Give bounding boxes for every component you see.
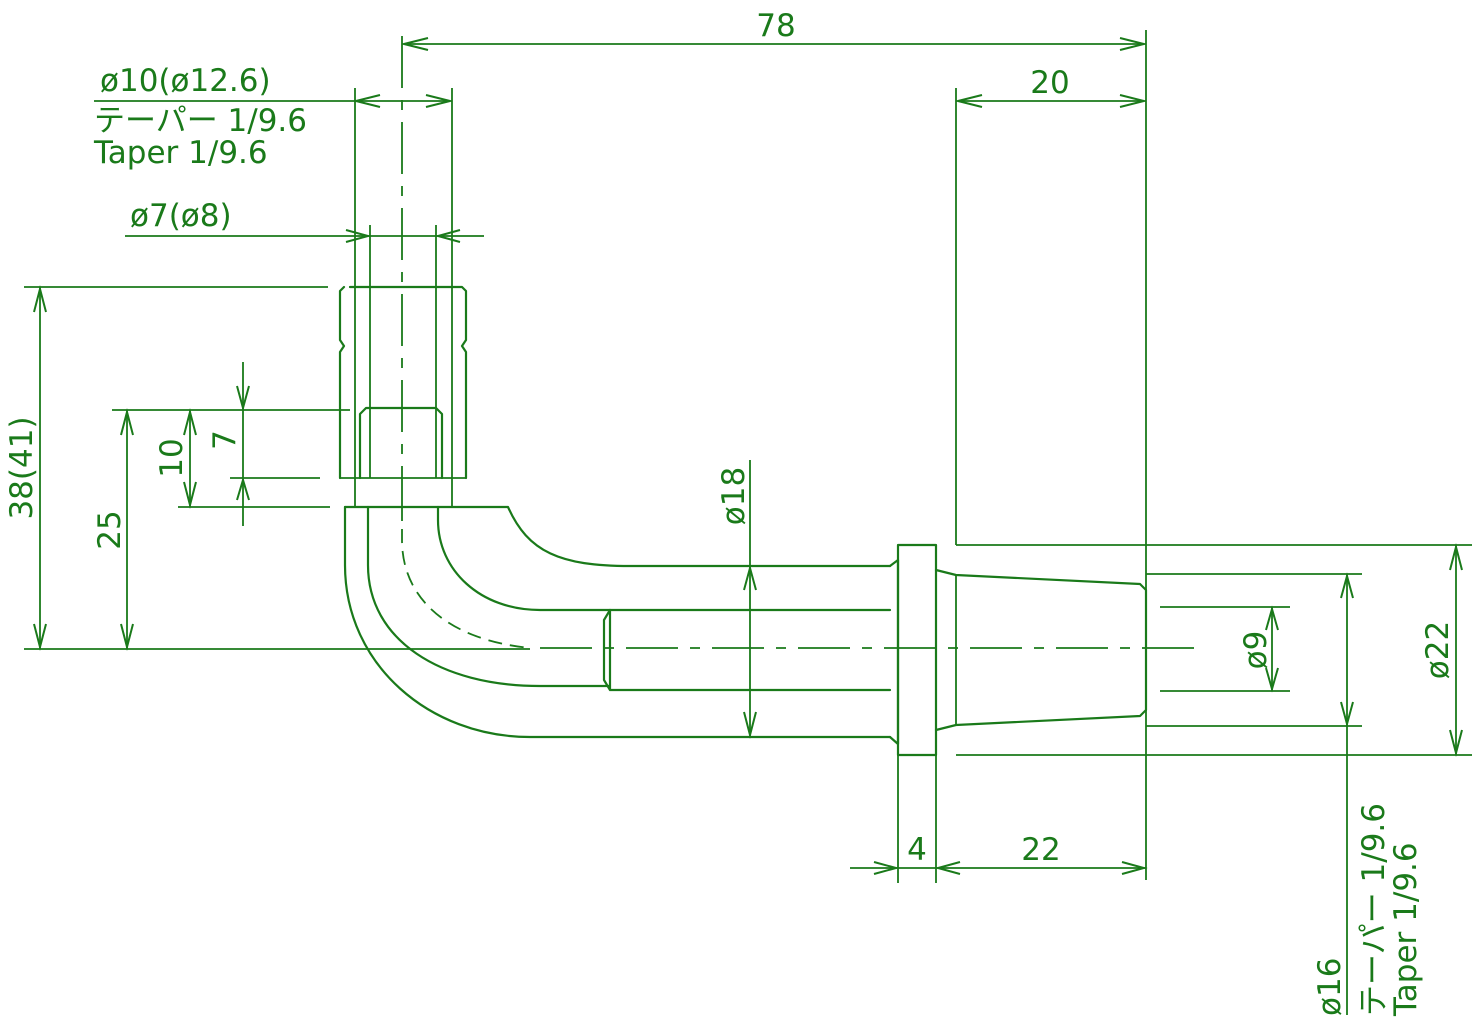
elbow-outer-bend <box>343 505 892 739</box>
elbow-inner-wall-outer <box>366 505 612 688</box>
part-outline <box>338 285 1148 757</box>
dim-lower-taper-en: Taper 1/9.6 <box>1388 842 1424 1017</box>
dim-socket-depth: 10 <box>154 438 190 477</box>
dim-upper-bore-dia: ø10(ø12.6) <box>100 63 271 99</box>
dim-tip-taper-length: 20 <box>1030 65 1069 101</box>
dim-body-dia: ø18 <box>716 467 752 525</box>
dim-vertical-total: 38(41) <box>4 416 40 519</box>
dim-vertical-to-shoulder: 25 <box>92 510 128 549</box>
dim-upper-inner-dia: ø7(ø8) <box>130 198 232 234</box>
socket-outer <box>338 285 468 480</box>
dim-overall-length: 78 <box>756 8 795 44</box>
dim-upper-taper-ja: テーパー 1/9.6 <box>94 103 307 139</box>
dim-flange-thickness: 4 <box>907 832 927 868</box>
dimension-labels: 78 20 ø10(ø12.6) テーパー 1/9.6 Taper 1/9.6 … <box>4 8 1456 1017</box>
elbow-top-edge <box>343 505 892 568</box>
taper-spigot <box>934 568 1148 732</box>
dim-socket-inner: 7 <box>207 430 243 450</box>
dimension-lines <box>24 30 1472 1015</box>
elbow-inner-wall-inner <box>436 505 612 612</box>
dim-upper-taper-en: Taper 1/9.6 <box>93 135 268 171</box>
dim-bore-dia: ø9 <box>1238 631 1274 670</box>
flange <box>896 543 938 757</box>
center-lines <box>369 36 1195 649</box>
dim-flange-dia: ø22 <box>1420 621 1456 679</box>
bore-step <box>602 608 892 692</box>
dim-spigot-length: 22 <box>1021 832 1060 868</box>
body-chamfer <box>888 558 900 746</box>
dim-lower-taper-ja: テーパー 1/9.6 <box>1356 803 1392 1016</box>
socket-inner-cup <box>358 406 444 480</box>
dim-spigot-dia: ø16 <box>1312 958 1348 1016</box>
elbow-bore-hidden <box>401 507 531 649</box>
